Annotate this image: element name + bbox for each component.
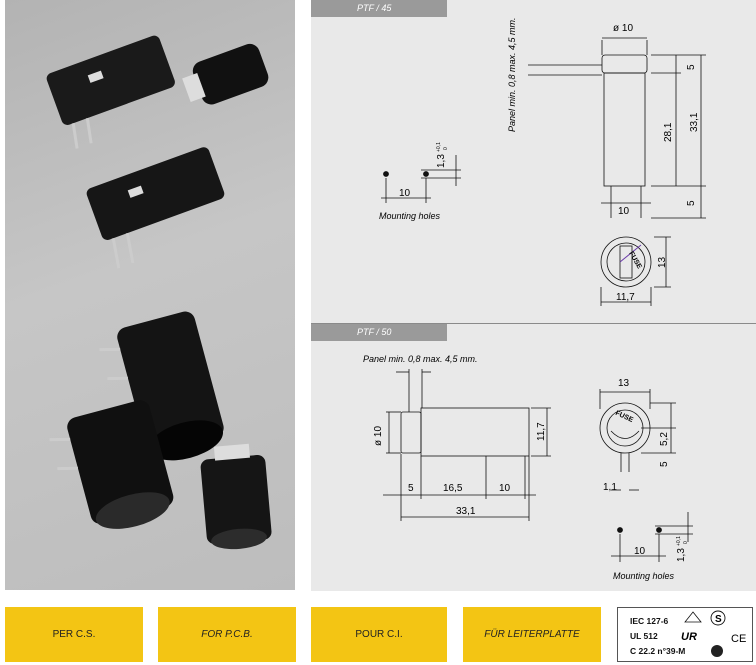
- label-per-cs: PER C.S.: [5, 607, 143, 662]
- s-mark-icon: [710, 610, 726, 626]
- cert-iec: IEC 127-6: [630, 616, 669, 626]
- label-pour-ci: POUR C.I.: [311, 607, 447, 662]
- ptf45-dim-cap: 5: [686, 64, 697, 70]
- ptf50-hole-dia: 1,3: [676, 548, 687, 562]
- ptf50-dim-height: 11,7: [536, 422, 547, 441]
- s-mark-text: S: [715, 614, 722, 625]
- ptf50-dim-total: 33,1: [456, 506, 476, 517]
- ptf45-dim-pin-spacing: 10: [618, 206, 630, 217]
- ptf45-dim-pins: 5: [686, 200, 697, 206]
- ptf45-dim-diameter: ø 10: [613, 23, 633, 34]
- ptf50-dim-width: 13: [618, 378, 630, 389]
- ul-recognized-icon: UR: [681, 631, 697, 643]
- cert-marks: S UR CE: [681, 610, 746, 657]
- ptf50-dim-5: 5: [659, 461, 670, 467]
- ptf50-panel-note: Panel min. 0,8 max. 4,5 mm.: [363, 354, 478, 364]
- ptf45-dim-width: 11,7: [616, 292, 635, 303]
- ptf45-hole-spacing: 10: [399, 188, 411, 199]
- ptf45-dim-total: 33,1: [689, 112, 700, 132]
- ptf50-dim-11: 1,1: [603, 482, 617, 493]
- ptf50-dim-diameter: ø 10: [373, 426, 384, 446]
- ptf50-dim-52: 5,2: [659, 432, 670, 446]
- ptf50-drawing: Panel min. 0,8 max. 4,5 mm. ø 10 11,7 5 …: [363, 354, 693, 581]
- label-for-pcb: FOR P.C.B.: [158, 607, 296, 662]
- ptf50-dim-pin-spacing: 10: [499, 483, 511, 494]
- ptf50-panel: PTF / 50: [311, 324, 756, 591]
- ptf45-mounting-label: Mounting holes: [379, 211, 441, 221]
- certifications-box: IEC 127-6 UL 512 C 22.2 n°39-M S UR CE: [617, 607, 753, 662]
- fuse-holder-photo: [46, 35, 272, 550]
- panel-separator: [311, 323, 756, 324]
- ptf45-dim-body: 28,1: [663, 122, 674, 142]
- cert-ul: UL 512: [630, 631, 658, 641]
- ptf50-dim-cap: 5: [408, 483, 414, 494]
- ptf50-hole-tol-top: +0,1: [676, 536, 682, 546]
- ptf45-hole-tol-bot: 0: [443, 147, 449, 150]
- ptf50-dim-mid: 16,5: [443, 483, 463, 494]
- ptf45-hole-dia: 1,3: [436, 154, 447, 168]
- ptf50-hole-tol-bot: 0: [683, 541, 689, 544]
- ptf45-panel-note: Panel min. 0,8 max. 4,5 mm.: [507, 17, 517, 132]
- ptf45-dim-height: 13: [657, 256, 668, 268]
- ptf45-fuse-text: FUSE: [627, 251, 643, 271]
- ptf50-mounting-label: Mounting holes: [613, 571, 675, 581]
- ptf45-drawing: 10 Mounting holes 1,3 +0,1 0 Panel min. …: [379, 17, 706, 306]
- cert-csa: C 22.2 n°39-M: [630, 646, 686, 656]
- ptf45-panel: PTF / 45: [311, 0, 756, 323]
- label-fur-leiterplatte: FÜR LEITERPLATTE: [463, 607, 601, 662]
- ptf50-hole-spacing: 10: [634, 546, 646, 557]
- ptf50-fuse-text: FUSE: [614, 410, 634, 424]
- ptf50-tab: PTF / 50: [311, 324, 447, 341]
- ptf45-hole-tol-top: +0,1: [436, 142, 442, 152]
- ce-mark-icon: CE: [731, 633, 746, 645]
- ptf45-tab: PTF / 45: [311, 0, 447, 17]
- product-photo: [5, 0, 295, 590]
- csa-icon: [711, 645, 723, 657]
- vde-icon: [684, 611, 702, 623]
